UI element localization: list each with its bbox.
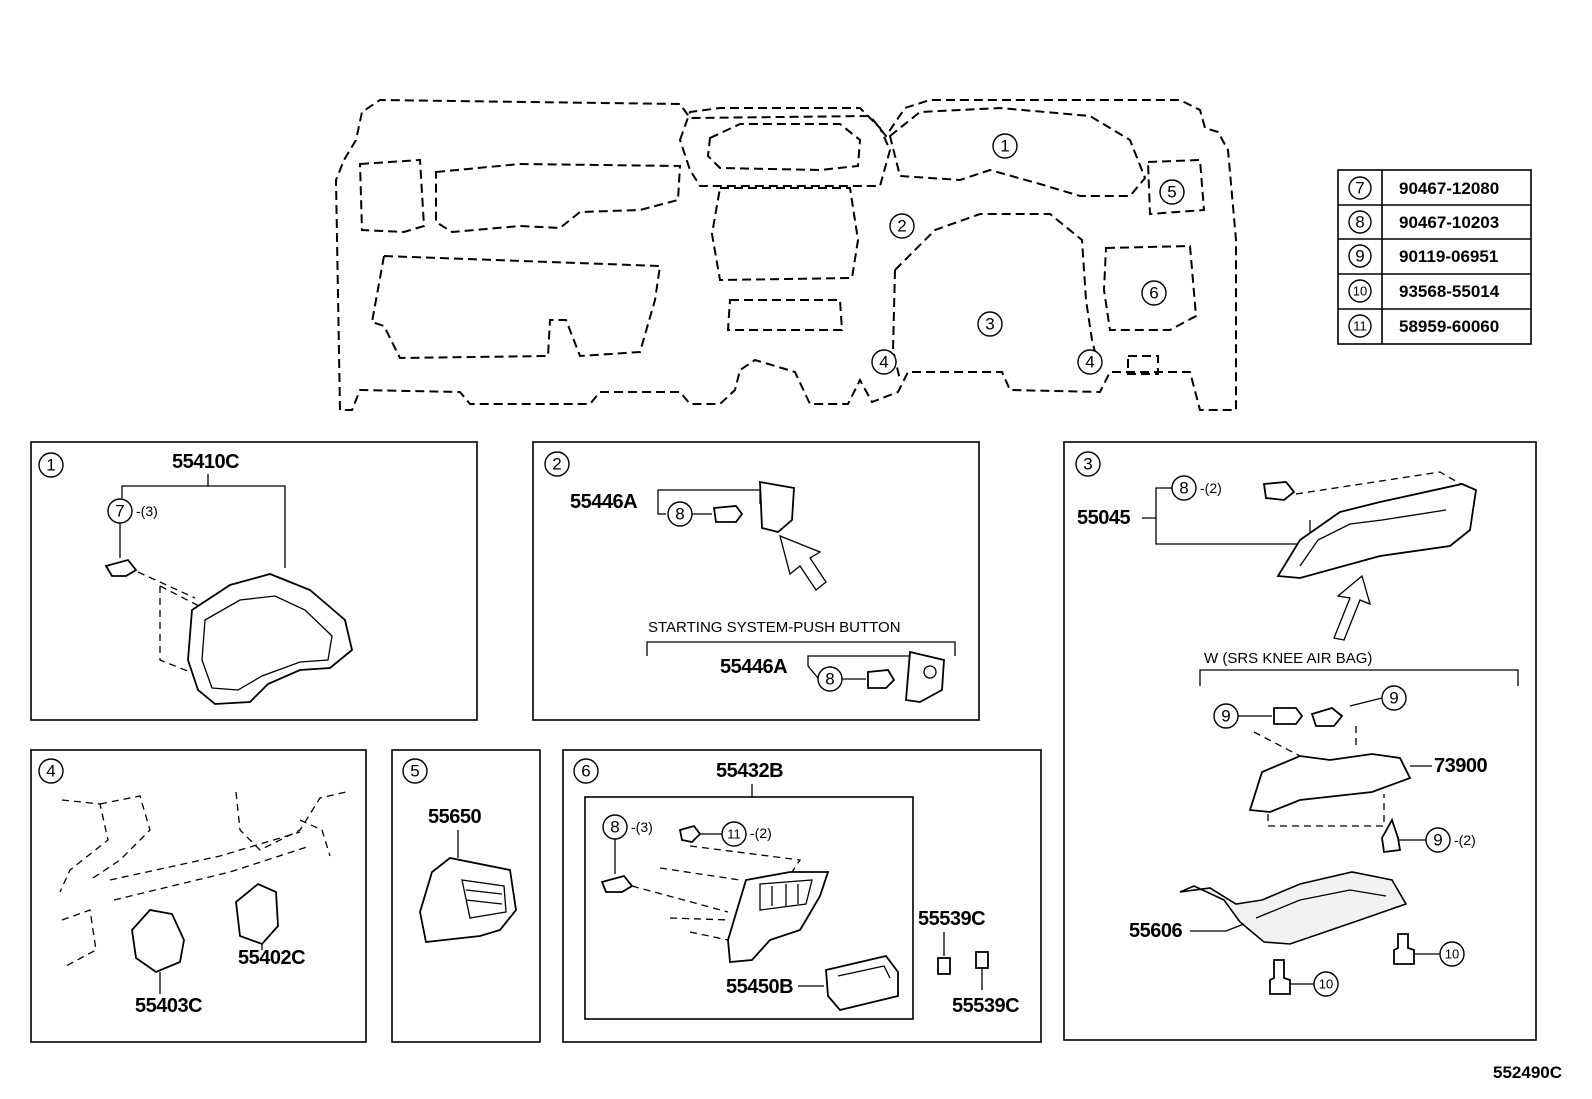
panel-6-part-main: 55432B <box>716 760 783 782</box>
panel-3-part-top: 55045 <box>1077 507 1130 529</box>
panel-3-screw-right: 9 <box>1389 689 1398 708</box>
panel-3-part-airbag: 73900 <box>1434 755 1487 777</box>
legend-part-11: 58959-60060 <box>1399 317 1499 336</box>
panel-6-fastener-qty-a: -(3) <box>631 819 653 835</box>
panel-3-part-bottom: 55606 <box>1129 920 1182 942</box>
bracket-icon <box>131 909 185 974</box>
panel-6-fastener-a: 8 <box>610 818 619 837</box>
panel-1-fastener-qty: -(3) <box>136 503 158 519</box>
illustration-code: 552490C <box>1493 1063 1562 1082</box>
panel-1-fastener-ref: 7 <box>115 502 124 521</box>
panel-3-bolt-left: 10 <box>1319 977 1333 992</box>
panel-2-part-a: 55446A <box>570 491 637 513</box>
legend-part-9: 90119-06951 <box>1399 247 1498 266</box>
panel-2-switch-bezel: 2 55446A 8 STARTING SYSTEM-PUSH BUTTON 5… <box>532 441 980 721</box>
panel-6-fastener-qty-b: -(2) <box>750 825 772 841</box>
legend-part-7: 90467-12080 <box>1399 179 1499 198</box>
panel-5-side-vent: 5 55650 <box>391 749 541 1043</box>
panel-3-variant-label: W (SRS KNEE AIR BAG) <box>1204 650 1372 667</box>
legend-ref-7: 7 <box>1355 179 1364 198</box>
panel-3-lower-finish-panel: 3 55045 8 -(2) W (SRS KNEE AIR BAG) 9 9 … <box>1063 441 1537 1041</box>
overview-callouts: 1 2 3 4 4 5 6 <box>871 133 1185 375</box>
clip-icon <box>867 669 896 689</box>
legend-part-10: 93568-55014 <box>1399 282 1500 301</box>
panel-1-part-number: 55410C <box>172 451 239 473</box>
cluster-hood-icon <box>187 573 354 705</box>
panel-3-screw-left: 9 <box>1221 707 1230 726</box>
panel-6-fastener-b: 11 <box>727 827 741 842</box>
knee-airbag-icon <box>1248 753 1412 813</box>
panel-3-fastener-top: 8 <box>1179 479 1188 498</box>
switch-bezel-icon <box>759 480 795 533</box>
under-cover-icon <box>1179 871 1408 945</box>
clip-icon <box>937 957 951 975</box>
overview-callout-6: 6 <box>1149 284 1158 303</box>
panel-6-ref: 6 <box>581 762 590 781</box>
panel-3-screw-qty-bottom: -(2) <box>1454 832 1476 848</box>
overview-callout-4a: 4 <box>879 353 888 372</box>
clip-icon <box>975 951 989 969</box>
clip-icon <box>678 824 702 843</box>
legend-ref-11: 11 <box>1353 319 1367 334</box>
overview-callout-2: 2 <box>897 217 906 236</box>
legend-ref-8: 8 <box>1355 213 1364 232</box>
clip-icon <box>712 505 744 523</box>
panel-2-fastener-a: 8 <box>675 505 684 524</box>
fastener-legend-table: 7 90467-12080 8 90467-10203 9 90119-0695… <box>1337 169 1532 345</box>
panel-4-part-a: 55402C <box>238 947 305 969</box>
panel-4-part-b: 55403C <box>135 995 202 1017</box>
panel-3-screw-bottom: 9 <box>1433 831 1442 850</box>
clip-icon <box>600 874 634 893</box>
panel-6-lower-center: 6 55432B 8 -(3) 11 -(2) 55450B 55539C 55… <box>562 749 1042 1043</box>
panel-2-fastener-b: 8 <box>825 670 834 689</box>
legend-ref-10: 10 <box>1353 284 1367 299</box>
panel-3-ref: 3 <box>1083 455 1092 474</box>
overview-callout-3: 3 <box>985 315 994 334</box>
view-arrow-icon <box>779 534 827 591</box>
lower-center-panel-icon <box>727 871 830 963</box>
storage-box-icon <box>825 954 899 1012</box>
panel-2-part-b: 55446A <box>720 656 787 678</box>
panel-6-part-clip-b: 55539C <box>952 995 1019 1017</box>
panel-2-ref: 2 <box>552 455 561 474</box>
bracket-icon <box>235 882 279 946</box>
overview-callout-1: 1 <box>1000 137 1009 156</box>
panel-5-part: 55650 <box>428 806 481 828</box>
panel-6-part-clip-a: 55539C <box>918 908 985 930</box>
overview-callout-5: 5 <box>1167 183 1176 202</box>
legend-part-8: 90467-10203 <box>1399 213 1499 232</box>
panel-3-bolt-right: 10 <box>1445 947 1459 962</box>
legend-ref-9: 9 <box>1355 247 1364 266</box>
panel-6-part-box: 55450B <box>726 976 793 998</box>
panel-3-fastener-qty-top: -(2) <box>1200 480 1222 496</box>
finish-panel-icon <box>1276 483 1477 579</box>
clip-icon <box>1262 481 1296 501</box>
screw-icon <box>1273 707 1304 725</box>
view-arrow-icon <box>1333 574 1371 641</box>
screw-icon <box>1310 707 1344 727</box>
panel-4-side-brackets: 4 55402C 55403C <box>30 749 367 1043</box>
panel-5-ref: 5 <box>410 762 419 781</box>
bolt-icon <box>1393 933 1415 965</box>
panel-2-variant-label: STARTING SYSTEM-PUSH BUTTON <box>648 619 901 636</box>
panel-1-ref: 1 <box>46 456 55 475</box>
panel-4-ref: 4 <box>46 762 55 781</box>
bolt-icon <box>1269 959 1291 995</box>
push-button-bezel-icon <box>905 650 945 703</box>
clip-icon <box>104 558 138 577</box>
panel-1-cluster-hood: 1 55410C 7 -(3) <box>30 441 478 721</box>
dashboard-overview <box>334 98 1237 411</box>
overview-callout-4b: 4 <box>1085 353 1094 372</box>
bolt-icon <box>1381 817 1402 854</box>
